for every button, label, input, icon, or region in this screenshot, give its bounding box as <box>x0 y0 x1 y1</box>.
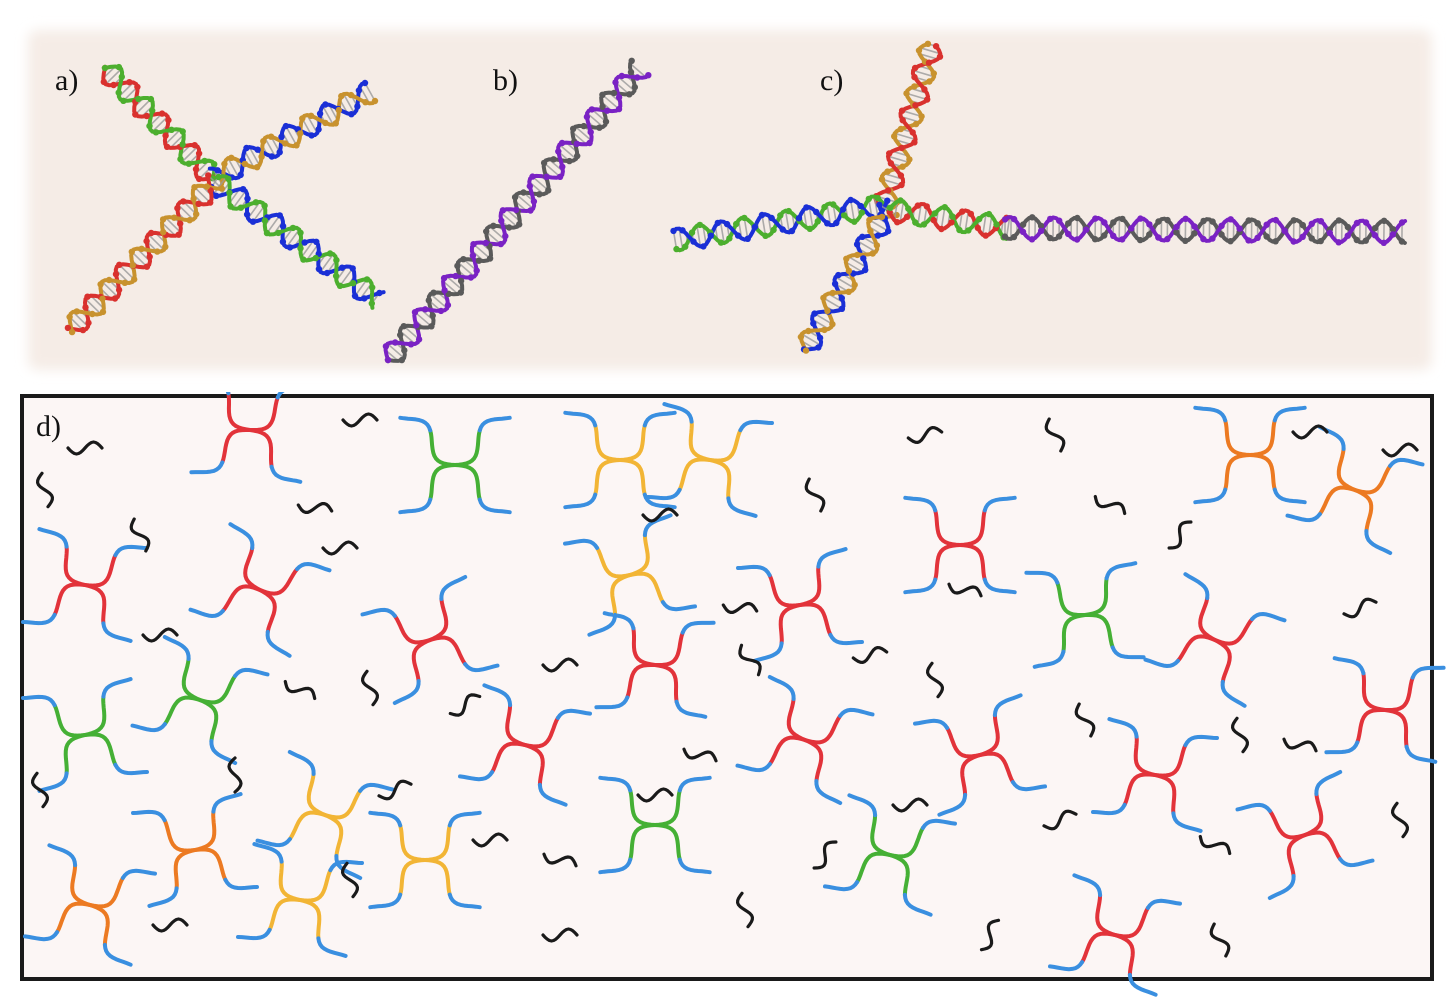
free-linker <box>736 891 754 929</box>
junction-node-red <box>1143 572 1287 708</box>
free-linker <box>1093 494 1127 516</box>
helix-c-arm-1 <box>873 40 944 210</box>
junction-node-green <box>598 775 712 875</box>
free-linker <box>636 787 674 803</box>
network-frame <box>20 394 1434 981</box>
junction-node-red <box>188 522 332 658</box>
junction-node-green <box>823 793 957 917</box>
panel-label-d: d) <box>36 410 61 443</box>
helix-c-arm-4 <box>886 197 1012 241</box>
free-linker <box>283 679 317 701</box>
free-linker <box>227 756 243 794</box>
free-linker <box>641 507 679 523</box>
helix-a-arm-1 <box>100 63 218 183</box>
free-linker <box>541 927 579 943</box>
junction-node-orange <box>1285 425 1425 555</box>
junction-node-red <box>1235 770 1375 900</box>
free-linker <box>721 602 759 614</box>
free-linker <box>151 917 189 933</box>
free-linker <box>1342 597 1378 619</box>
free-linker <box>1074 702 1096 738</box>
free-linker <box>542 852 578 868</box>
free-linker <box>906 426 944 444</box>
free-linker <box>1209 922 1231 958</box>
free-linker <box>1391 801 1409 839</box>
junction-node-green <box>398 415 512 515</box>
free-linker <box>1231 716 1249 754</box>
free-linker <box>541 657 579 673</box>
panel-label-c: c) <box>820 64 843 97</box>
helix-c-linker <box>1001 214 1408 246</box>
helix-c-arm-2 <box>670 194 892 253</box>
free-linker <box>738 643 762 677</box>
helix-a-arm-2 <box>207 79 379 190</box>
free-linker <box>341 412 379 428</box>
free-linker <box>1167 520 1193 550</box>
free-linker <box>36 471 54 509</box>
junction-node-red <box>189 392 303 484</box>
free-linker <box>979 918 1001 952</box>
free-linker <box>296 502 334 514</box>
junction-node-red <box>1048 873 1182 997</box>
junction-node-green <box>1024 561 1146 669</box>
helix-b-linker <box>382 57 652 364</box>
junction-node-red <box>913 693 1047 817</box>
free-linker <box>377 779 413 801</box>
junction-node-orange <box>131 792 259 908</box>
free-linker <box>129 517 151 553</box>
junction-node-red <box>1324 656 1446 764</box>
free-linker <box>1381 442 1419 458</box>
junction-node-yellow <box>646 402 774 518</box>
junction-node-red <box>458 683 592 807</box>
free-linker <box>341 861 359 899</box>
junction-node-red <box>735 675 875 805</box>
junction-node-yellow <box>236 842 364 958</box>
junction-node-green <box>130 635 270 765</box>
junction-node-green <box>21 677 149 793</box>
junction-node-yellow <box>368 810 482 910</box>
network-diagram-panel: d) <box>20 392 1446 997</box>
free-linker <box>1291 424 1329 440</box>
free-linker <box>1198 834 1232 856</box>
free-linker <box>448 693 482 717</box>
free-linker <box>804 477 826 513</box>
junction-node-red <box>594 611 716 719</box>
free-linker <box>471 832 509 848</box>
junction-node-yellow <box>563 410 677 510</box>
free-linker <box>66 440 104 456</box>
junction-node-red <box>736 547 864 663</box>
free-linker <box>321 540 359 556</box>
panel-label-a: a) <box>55 64 78 97</box>
free-linker <box>1044 417 1066 453</box>
top-background <box>28 30 1432 370</box>
free-linker <box>891 797 929 813</box>
junction-node-red <box>903 495 1017 595</box>
junction-node-orange <box>1193 405 1307 505</box>
panel-label-b: b) <box>493 64 518 97</box>
junction-node-red <box>1091 717 1219 833</box>
free-linker <box>361 669 379 707</box>
dna-helix-models <box>64 40 1408 364</box>
free-linker <box>31 771 49 809</box>
free-linker <box>812 840 838 870</box>
helix-c-arm-3 <box>797 201 900 354</box>
molecular-models-panel: a) b) c) <box>28 30 1432 370</box>
junction-node-red <box>360 575 500 705</box>
free-linker <box>141 627 179 643</box>
junction-node-orange <box>23 843 157 967</box>
free-linker <box>682 747 718 763</box>
free-linker <box>926 661 944 699</box>
free-linker <box>947 582 983 598</box>
free-linker <box>851 646 889 664</box>
hydrogel-network <box>21 392 1446 997</box>
helix-a-arm-4 <box>64 172 225 336</box>
free-linker <box>1282 737 1318 753</box>
junction-node-red <box>21 527 149 643</box>
junction-node-yellow <box>563 513 697 637</box>
free-linker <box>1042 809 1078 831</box>
